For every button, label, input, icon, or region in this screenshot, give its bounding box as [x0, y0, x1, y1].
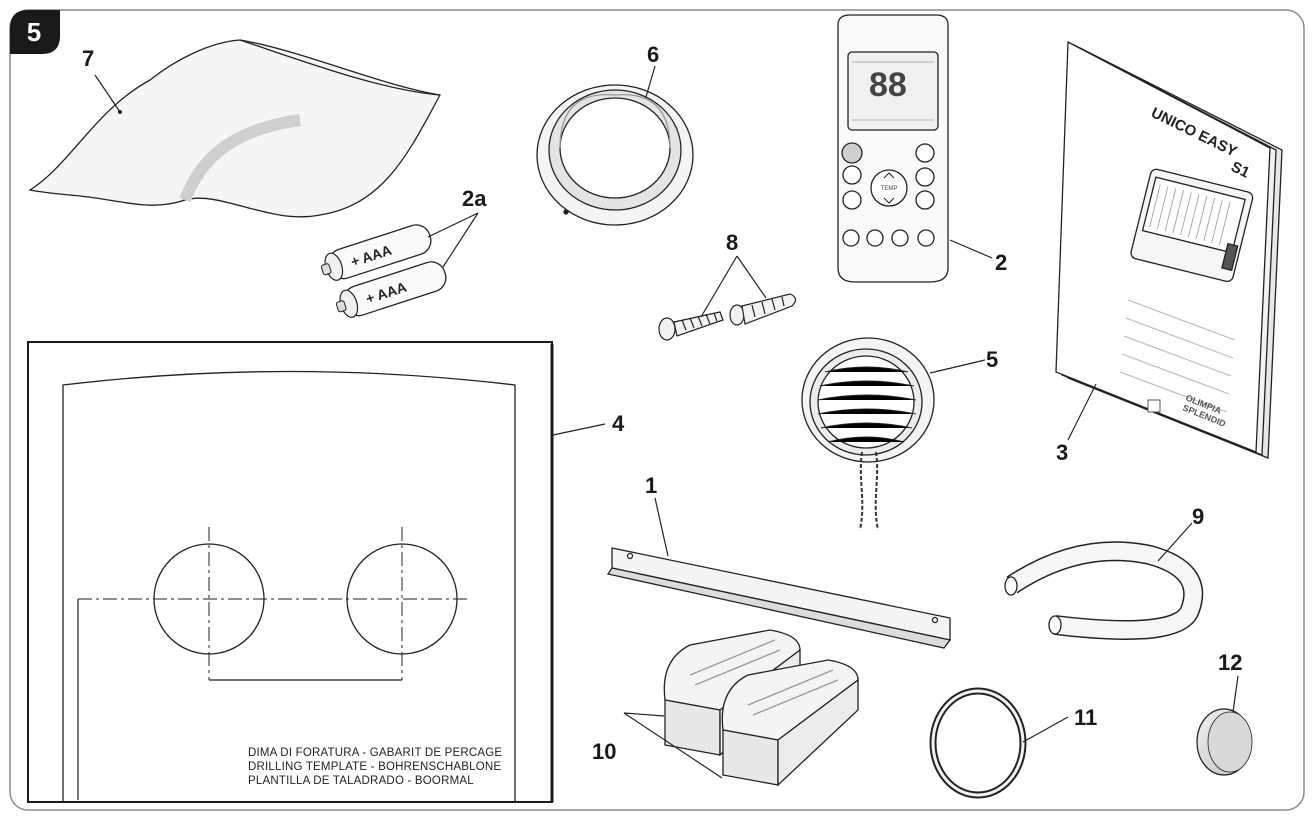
leader-2 — [949, 239, 993, 259]
label-10: 10 — [592, 739, 616, 764]
label-3: 3 — [1056, 440, 1068, 465]
mounting-ring — [536, 84, 694, 226]
manual-title-line2: S1 — [1228, 158, 1252, 181]
leader-11 — [1022, 716, 1069, 743]
template-text-line2: DRILLING TEMPLATE - BOHRENSCHABLONE — [248, 761, 501, 773]
wall-bracket — [606, 547, 952, 649]
remote-temp-label: TEMP — [881, 186, 898, 192]
figure-frame — [9, 9, 1305, 811]
support-feet — [663, 629, 859, 787]
leader-7 — [94, 74, 121, 113]
remote-display-digits: 88 — [869, 66, 907, 104]
batteries: + AAA + AAA — [320, 224, 447, 318]
label-4: 4 — [612, 411, 625, 436]
insulation-sheet — [28, 39, 442, 218]
label-2a: 2a — [462, 186, 487, 211]
leader-6 — [645, 65, 656, 98]
manual-cover-heater — [1130, 168, 1254, 283]
vent-grille — [801, 337, 935, 531]
label-5: 5 — [986, 347, 998, 372]
label-8: 8 — [726, 230, 738, 255]
screw-and-plug — [658, 293, 797, 341]
leader-2a-a — [427, 212, 479, 238]
remote-control: 88 TEMP — [837, 14, 949, 283]
instruction-manual: UNICO EASY S1 OLIMPIA SPLENDID — [1055, 40, 1283, 459]
leader-8-a — [700, 255, 738, 318]
label-12: 12 — [1218, 650, 1242, 675]
leader-10-a — [623, 712, 665, 717]
leader-2a-b — [442, 212, 479, 268]
leader-9 — [1157, 522, 1193, 562]
leader-3 — [1067, 383, 1097, 441]
clamp-band — [929, 687, 1027, 799]
figure-number: 5 — [27, 17, 41, 47]
template-text-line1: DIMA DI FORATURA - GABARIT DE PERCAGE — [248, 747, 502, 759]
label-6: 6 — [647, 42, 659, 67]
leader-8-b — [736, 255, 767, 299]
drilling-template: DIMA DI FORATURA - GABARIT DE PERCAGE DR… — [27, 341, 554, 803]
label-2: 2 — [995, 250, 1007, 275]
leader-4 — [552, 423, 606, 436]
drain-tube — [1004, 541, 1204, 640]
label-7: 7 — [82, 46, 94, 71]
end-cap — [1196, 708, 1253, 776]
figure-badge: 5 — [10, 10, 60, 54]
template-text-line3: PLANTILLA DE TALADRADO - BOORMAL — [248, 775, 474, 787]
leader-5 — [929, 359, 986, 374]
label-1: 1 — [645, 473, 657, 498]
leader-10-b — [623, 712, 723, 779]
grille-cords — [859, 451, 879, 531]
label-9: 9 — [1192, 504, 1204, 529]
leader-1 — [654, 497, 669, 557]
label-11: 11 — [1074, 705, 1097, 730]
leader-12 — [1232, 675, 1239, 713]
